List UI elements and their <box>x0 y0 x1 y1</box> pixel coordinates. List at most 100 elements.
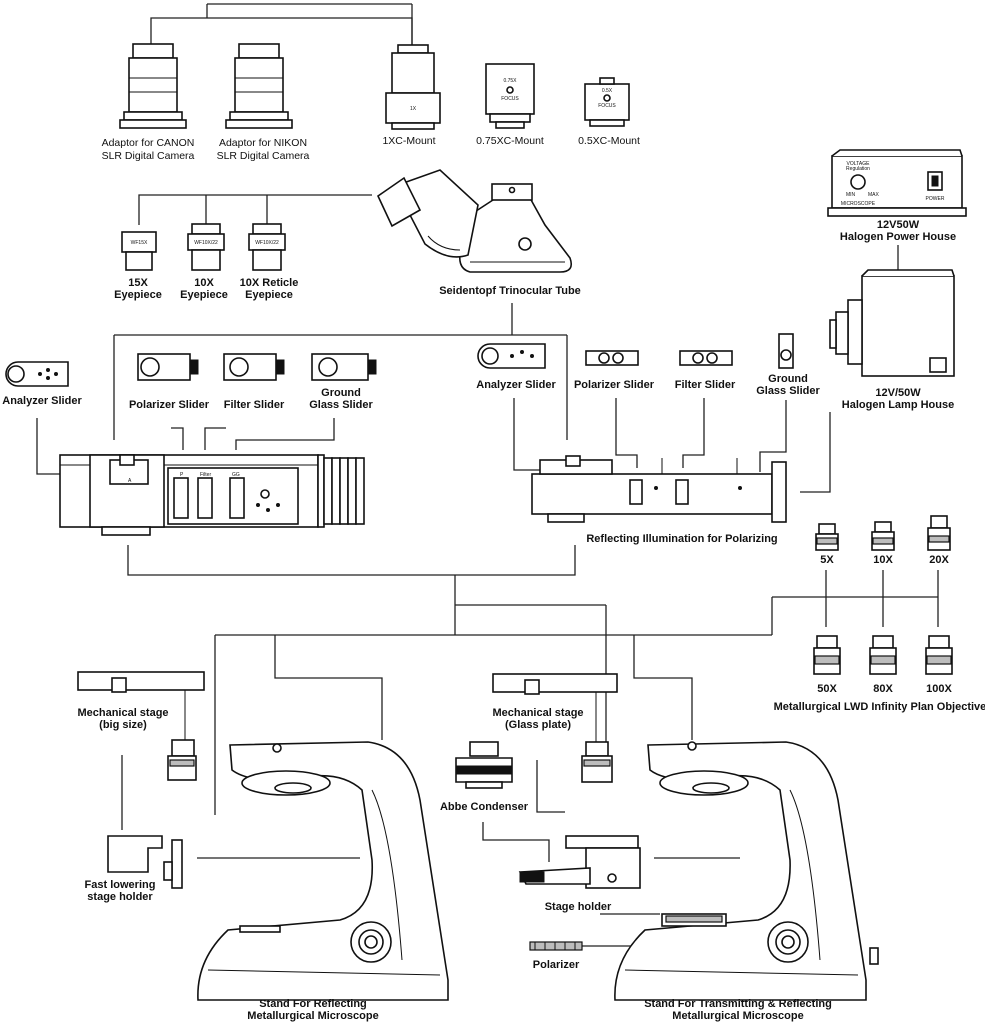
illuminator-left: P Filter GG A <box>59 454 365 536</box>
halogen-power-house: VOLTAGE Regulation MIN MAX POWER MICROSC… <box>827 149 967 217</box>
stand-reflecting-label-2: Metallurgical Microscope <box>247 1010 378 1022</box>
power-brand-text: MICROSCOPE <box>841 201 876 207</box>
obj-50x-label: 50X <box>817 683 837 695</box>
stage-big-label-1: Mechanical stage <box>77 707 168 719</box>
halogen-lamp-house <box>829 269 955 377</box>
objective-20x <box>927 515 951 551</box>
eyepiece-15x-label-1: 15X <box>128 277 148 289</box>
power-regulation-text: Regulation <box>846 166 870 172</box>
illum-p-text: P <box>180 472 184 478</box>
trinocular-tube <box>376 169 573 273</box>
abbe-condenser <box>455 741 513 789</box>
polarizer-label: Polarizer <box>533 959 580 971</box>
stand-transmitting-label-1: Stand For Transmitting & Reflecting <box>644 998 832 1010</box>
filter-slider-left-label: Filter Slider <box>224 399 285 411</box>
trinocular-tube-label: Seidentopf Trinocular Tube <box>439 285 581 297</box>
eyepiece-10x-label-1: 10X <box>194 277 214 289</box>
stage-big-label-2: (big size) <box>99 719 147 731</box>
mount-05x-mark: 0.5X <box>602 88 613 94</box>
illum-a-text: A <box>128 478 132 484</box>
mount-075x-label: 0.75XC-Mount <box>476 135 544 147</box>
ground-glass-right-label-2: Glass Slider <box>756 385 820 397</box>
objective-80x <box>869 635 897 675</box>
power-switch-text: POWER <box>926 196 945 202</box>
analyzer-slider-right <box>477 343 546 369</box>
analyzer-slider-left <box>5 361 69 387</box>
objective-10x <box>871 521 895 551</box>
stand-transmitting <box>614 741 879 1001</box>
ground-glass-slider-right <box>778 333 794 369</box>
adaptor-canon-label-2: SLR Digital Camera <box>102 150 195 162</box>
reflecting-illumination-label: Reflecting Illumination for Polarizing <box>586 533 777 545</box>
adaptor-canon <box>119 43 187 129</box>
illum-filter-text: Filter <box>200 472 211 478</box>
eyepiece-10x-label-2: Eyepiece <box>180 289 228 301</box>
mount-075x: 0.75X FOCUS <box>485 63 535 129</box>
objective-5x <box>815 523 839 551</box>
ground-glass-right-label-1: Ground <box>768 373 808 385</box>
adaptor-nikon-label-1: Adaptor for NIKON <box>219 137 307 149</box>
eyepiece-reticle-label-2: Eyepiece <box>245 289 293 301</box>
obj-10x-label: 10X <box>873 554 893 566</box>
eyepiece-15x-label-2: Eyepiece <box>114 289 162 301</box>
polarizer-slider-right <box>585 350 639 366</box>
illuminator-right <box>531 455 787 523</box>
adaptor-canon-label-1: Adaptor for CANON <box>102 137 195 149</box>
filter-slider-right <box>679 350 733 366</box>
labels: Adaptor for CANON SLR Digital Camera Ada… <box>2 135 985 1022</box>
adaptor-nikon <box>225 43 293 129</box>
abbe-condenser-label: Abbe Condenser <box>440 801 529 813</box>
illum-gg-text: GG <box>232 472 240 478</box>
ground-glass-left-label-2: Glass Slider <box>309 399 373 411</box>
polarizer-slider-right-label: Polarizer Slider <box>574 379 655 391</box>
filter-slider-right-label: Filter Slider <box>675 379 736 391</box>
fast-lowering-label-1: Fast lowering <box>85 879 156 891</box>
obj-20x-label: 20X <box>929 554 949 566</box>
heat-sink-fins <box>323 457 365 525</box>
power-voltage-text: VOLTAGE <box>847 161 871 167</box>
power-house-label-1: 12V50W <box>877 219 920 231</box>
eyepiece-reticle: WF10X/22 <box>248 223 286 271</box>
stage-holder <box>518 835 641 889</box>
stand-reflecting-label-1: Stand For Reflecting <box>259 998 367 1010</box>
mount-075x-focus: FOCUS <box>501 96 519 102</box>
mount-05x-focus: FOCUS <box>598 103 616 109</box>
eyepiece-10x-mark: WF10X/22 <box>194 240 218 246</box>
lamp-house-label-1: 12V/50W <box>875 387 921 399</box>
polarizer-slider-left <box>137 353 199 381</box>
filter-slider-left <box>223 353 285 381</box>
mechanical-stage-big <box>77 671 205 781</box>
polarizer-slider-left-label: Polarizer Slider <box>129 399 210 411</box>
adaptor-nikon-label-2: SLR Digital Camera <box>217 150 310 162</box>
obj-100x-label: 100X <box>926 683 952 695</box>
eyepiece-15x-mark: WF15X <box>131 240 148 246</box>
power-max-text: MAX <box>868 192 880 198</box>
fast-lowering-stage-holder <box>107 835 183 889</box>
mount-05x-label: 0.5XC-Mount <box>578 135 640 147</box>
power-min-text: MIN <box>846 192 856 198</box>
power-house-label-2: Halogen Power House <box>840 231 956 243</box>
mount-1x: 1X <box>385 44 441 130</box>
ground-glass-slider-left <box>311 353 377 381</box>
mount-1x-label: 1XC-Mount <box>382 135 435 147</box>
stage-glass-label-1: Mechanical stage <box>492 707 583 719</box>
eyepiece-15x: WF15X <box>121 231 157 271</box>
objective-50x <box>813 635 841 675</box>
analyzer-slider-right-label: Analyzer Slider <box>476 379 556 391</box>
eyepiece-reticle-mark: WF10X/22 <box>255 240 279 246</box>
mount-075x-mark: 0.75X <box>503 78 517 84</box>
objectives-title: Metallurgical LWD Infinity Plan Objectiv… <box>774 701 985 713</box>
objective-100x <box>925 635 953 675</box>
eyepiece-10x: WF10X/22 <box>187 223 225 271</box>
eyepiece-reticle-label-1: 10X Reticle <box>240 277 299 289</box>
obj-80x-label: 80X <box>873 683 893 695</box>
lamp-house-label-2: Halogen Lamp House <box>842 399 954 411</box>
mount-1x-mark: 1X <box>410 106 417 112</box>
analyzer-slider-left-label: Analyzer Slider <box>2 395 82 407</box>
stage-holder-label: Stage holder <box>545 901 612 913</box>
obj-5x-label: 5X <box>820 554 834 566</box>
stand-reflecting <box>197 741 449 1001</box>
fast-lowering-label-2: stage holder <box>87 891 153 903</box>
